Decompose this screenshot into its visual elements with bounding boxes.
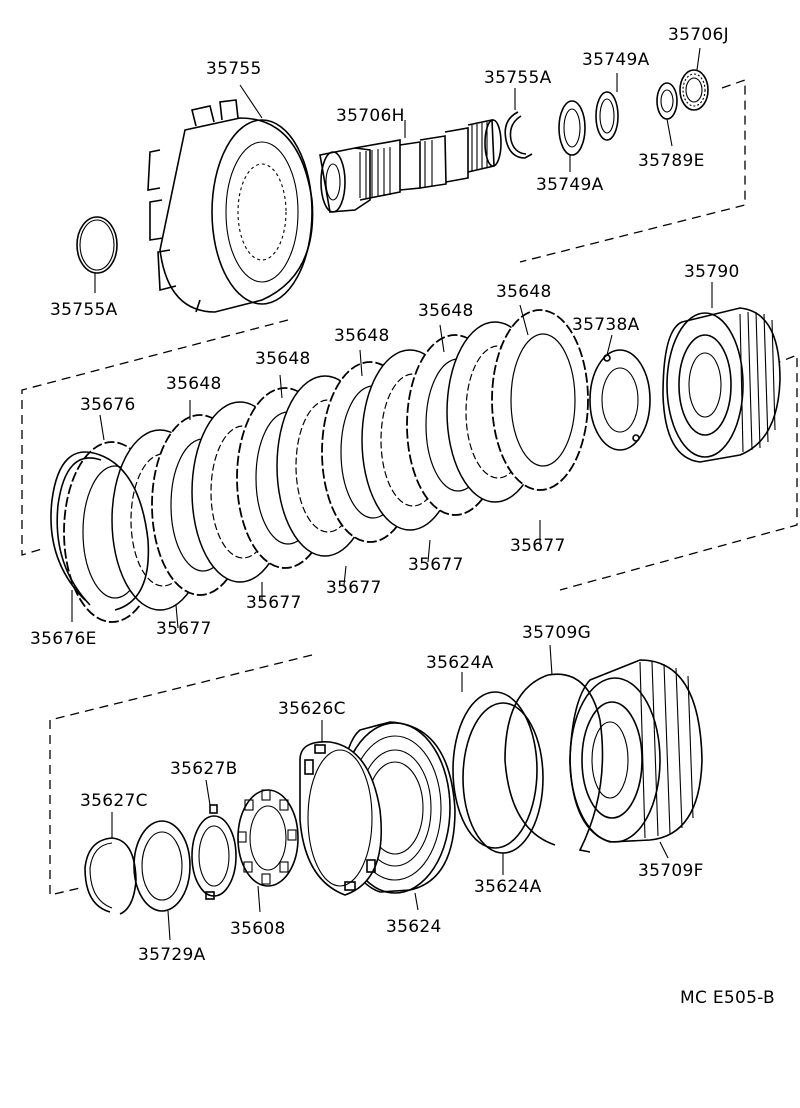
label-35709f: 35709F bbox=[638, 861, 704, 881]
label-35755a-top: 35755A bbox=[484, 68, 552, 88]
label-35624a-bottom: 35624A bbox=[474, 877, 542, 897]
leader-line bbox=[439, 324, 445, 353]
thrust-washer-35749a-b bbox=[595, 73, 619, 141]
spring-retainer-35626c bbox=[299, 720, 383, 896]
drawing-code: MC E505-B bbox=[680, 988, 775, 1008]
label-35648-d: 35648 bbox=[418, 301, 474, 321]
snap-ring-35627b bbox=[191, 779, 237, 900]
label-35729a: 35729A bbox=[138, 945, 206, 965]
label-35627c: 35627C bbox=[80, 791, 148, 811]
label-35648-b: 35648 bbox=[255, 349, 311, 369]
label-35755: 35755 bbox=[206, 59, 262, 79]
label-35789e: 35789E bbox=[638, 151, 705, 171]
leader-line bbox=[359, 349, 363, 377]
label-35648-c: 35648 bbox=[334, 326, 390, 346]
label-35709g: 35709G bbox=[522, 623, 591, 643]
leader-line bbox=[175, 604, 179, 629]
snap-ring-35676e bbox=[50, 451, 150, 622]
input-shaft-35706h bbox=[319, 119, 502, 213]
label-35648-a: 35648 bbox=[166, 374, 222, 394]
label-35676e: 35676E bbox=[30, 629, 97, 649]
snap-ring-35755a-top bbox=[504, 88, 533, 159]
label-35706h: 35706H bbox=[336, 106, 405, 126]
friction-disc bbox=[491, 309, 589, 491]
label-35755a-left: 35755A bbox=[50, 300, 118, 320]
label-35677-a: 35677 bbox=[156, 619, 212, 639]
clutch-drum-35709f bbox=[569, 659, 703, 859]
label-35608: 35608 bbox=[230, 919, 286, 939]
leader-line bbox=[519, 304, 529, 336]
label-35627b: 35627B bbox=[170, 759, 238, 779]
clutch-pack bbox=[63, 304, 589, 629]
snap-ring-35755a-left bbox=[76, 216, 118, 293]
label-35749a-top: 35749A bbox=[582, 50, 650, 70]
label-35706j: 35706J bbox=[668, 25, 729, 45]
part-number-labels: 35755 35706H 35755A 35749A 35706J 35789E… bbox=[30, 25, 775, 1008]
return-spring-35608 bbox=[237, 789, 299, 913]
label-35624a-top: 35624A bbox=[426, 653, 494, 673]
thrust-bearing-35706j bbox=[679, 47, 709, 111]
thrust-washer-35749a-a bbox=[558, 100, 586, 172]
label-35648-e: 35648 bbox=[496, 282, 552, 302]
label-35790: 35790 bbox=[684, 262, 740, 282]
label-35626c: 35626C bbox=[278, 699, 346, 719]
label-35738a: 35738A bbox=[572, 315, 640, 335]
bearing-race-35789e bbox=[656, 82, 678, 147]
oring-35624a-outer bbox=[452, 672, 538, 849]
label-35749a-mid: 35749A bbox=[536, 175, 604, 195]
leader-line bbox=[99, 414, 105, 441]
leader-line bbox=[427, 539, 431, 563]
label-35677-b: 35677 bbox=[246, 593, 302, 613]
leader-line bbox=[343, 565, 347, 586]
label-35677-e: 35677 bbox=[510, 536, 566, 556]
group-boundary-lines bbox=[21, 79, 798, 896]
oring-35624a-inner bbox=[462, 702, 544, 875]
label-35677-d: 35677 bbox=[408, 555, 464, 575]
clutch-drum-35755 bbox=[147, 84, 314, 313]
thrust-washer-35729a bbox=[133, 820, 191, 941]
label-35676: 35676 bbox=[80, 395, 136, 415]
clutch-hub-35790 bbox=[662, 282, 781, 463]
thrust-washer-35738a bbox=[589, 334, 651, 451]
label-35624: 35624 bbox=[386, 917, 442, 937]
leader-line bbox=[279, 374, 283, 399]
label-35677-c: 35677 bbox=[326, 578, 382, 598]
snap-ring-35627c bbox=[84, 812, 137, 915]
